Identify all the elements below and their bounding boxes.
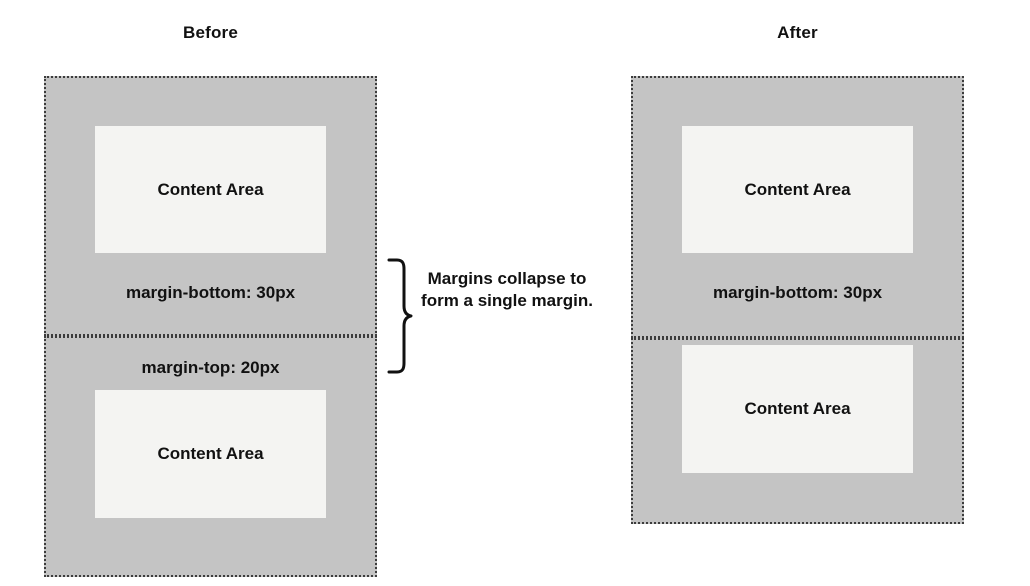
- content-area-label: Content Area: [744, 179, 851, 199]
- column-heading-after: After: [777, 23, 818, 42]
- after-content-area-2: Content Area: [682, 345, 913, 473]
- content-area-label: Content Area: [157, 179, 264, 199]
- after-margin-bottom-label: margin-bottom: 30px: [712, 283, 883, 302]
- after-content-area-1: Content Area: [682, 126, 913, 253]
- before-content-area-1: Content Area: [95, 126, 326, 253]
- collapse-annotation-text: Margins collapse to form a single margin…: [421, 269, 593, 311]
- before-content-area-2: Content Area: [95, 390, 326, 518]
- curly-brace-icon: [387, 258, 413, 374]
- before-margin-top-label: margin-top: 20px: [141, 358, 280, 377]
- before-margin-bottom-label: margin-bottom: 30px: [125, 283, 296, 302]
- content-area-label: Content Area: [157, 444, 264, 463]
- column-heading-before: Before: [182, 23, 239, 42]
- content-area-label: Content Area: [744, 399, 851, 418]
